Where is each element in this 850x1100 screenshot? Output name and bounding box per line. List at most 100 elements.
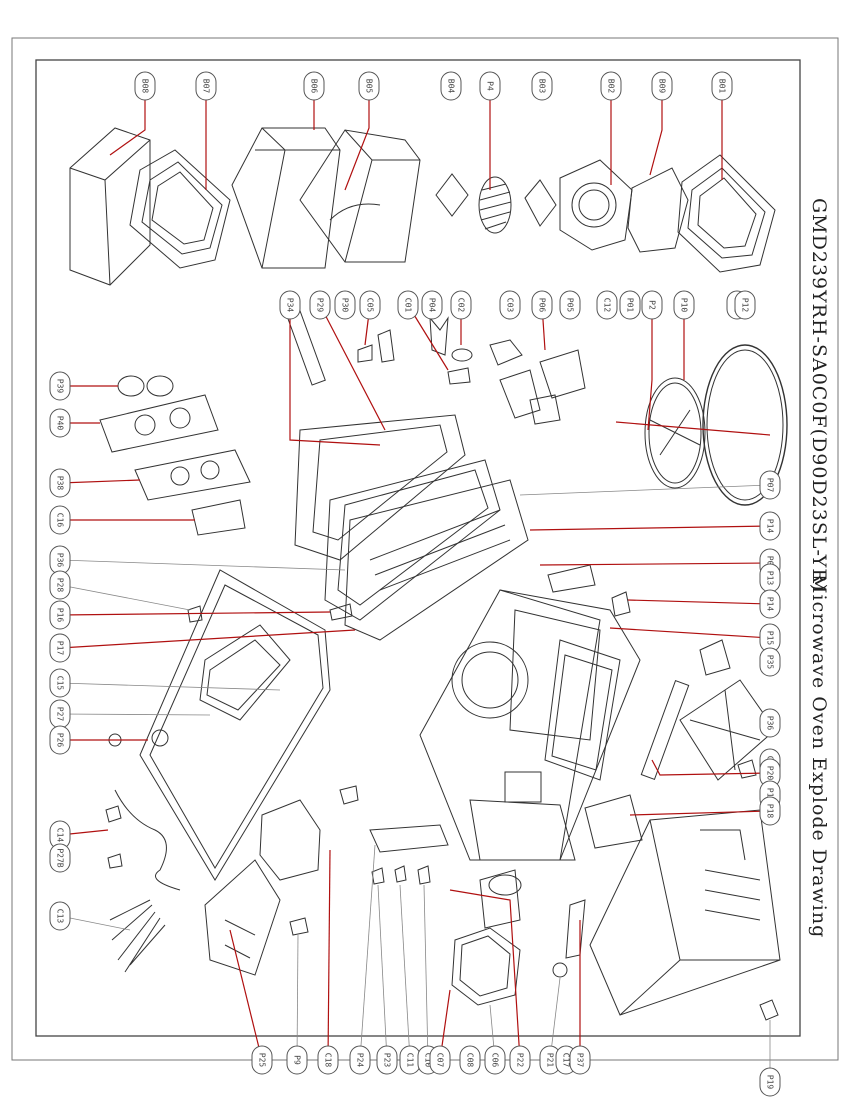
callout-c03: C03 (499, 290, 521, 320)
callout-c07: C07 (429, 1045, 451, 1075)
callout-b07: B07 (195, 71, 217, 101)
callout-p27b: P27B (49, 843, 71, 873)
callout-label: P39 (56, 379, 65, 394)
callout-label: P37 (576, 1053, 585, 1068)
callout-label: P12 (741, 298, 750, 313)
part-p25-base-plate (204, 859, 281, 976)
callout-p4: P4 (479, 71, 501, 101)
part-b04-sheet (435, 173, 469, 217)
callout-label: P29 (316, 298, 325, 313)
callout-label: P17 (766, 788, 775, 803)
part-p40-control-panel (99, 394, 219, 453)
callout-p15: P15 (759, 623, 781, 653)
callout-label: P2 (648, 300, 657, 310)
callout-p30: P30 (334, 290, 356, 320)
callout-label: P30 (341, 298, 350, 313)
callout-label: P35 (766, 655, 775, 670)
callout-label: P18 (766, 804, 775, 819)
callout-p16: P16 (49, 600, 71, 630)
callout-p25: P25 (251, 1045, 273, 1075)
part-p20-heater-tube (640, 679, 690, 781)
callout-p01: P01 (619, 290, 641, 320)
callout-label: C13 (56, 909, 65, 924)
callout-label: B02 (607, 79, 616, 94)
part-p13-plate (547, 564, 596, 593)
callout-label: P16 (56, 608, 65, 623)
callout-label: P27 (56, 707, 65, 722)
left-side-group (99, 375, 353, 973)
door-choke (344, 479, 529, 641)
callout-label: C06 (491, 1053, 500, 1068)
callout-label: B08 (141, 79, 150, 94)
part-b09-sheet (627, 167, 689, 253)
callout-label: C16 (56, 513, 65, 528)
callout-label: C08 (466, 1053, 475, 1068)
callout-p10: P10 (673, 290, 695, 320)
callout-label: P4 (486, 81, 495, 91)
callout-p34: P34 (279, 290, 301, 320)
callout-p17: P17 (49, 633, 71, 663)
callout-p04: P04 (421, 290, 443, 320)
callout-c16: C16 (49, 505, 71, 535)
callout-p29: P29 (309, 290, 331, 320)
outer-case (589, 809, 781, 1021)
callout-label: C10 (424, 1053, 433, 1068)
callout-label: P21 (546, 1053, 555, 1068)
callout-p12: P12 (734, 290, 756, 320)
packaging-group (69, 127, 776, 286)
callout-label: B07 (202, 79, 211, 94)
callout-p14: P14 (759, 511, 781, 541)
callout-p38: P38 (49, 468, 71, 498)
callout-label: C18 (324, 1053, 333, 1068)
callout-p28: P28 (49, 570, 71, 600)
door-assembly (284, 304, 529, 641)
right-small-parts (547, 564, 776, 849)
callout-p26: P26 (49, 725, 71, 755)
callout-p07: P07 (759, 470, 781, 500)
callout-label: P34 (286, 298, 295, 313)
callout-label: P14 (766, 597, 775, 612)
callout-label: P25 (258, 1053, 267, 1068)
callout-label: P28 (56, 578, 65, 593)
part-c08-magnetron (451, 927, 521, 1006)
callout-c01: C01 (397, 290, 419, 320)
callout-p22: P22 (509, 1045, 531, 1075)
callout-c11: C11 (399, 1045, 421, 1075)
callout-label: C17 (562, 1053, 571, 1068)
callout-label: P17 (56, 641, 65, 656)
part-b08-sleeve (69, 127, 151, 286)
callout-p36: P36 (49, 545, 71, 575)
callout-p2: P2 (641, 290, 663, 320)
callout-label: P19 (766, 1075, 775, 1090)
callout-label: P08 (766, 556, 775, 571)
small-parts-upper (357, 316, 586, 425)
callout-b02: B02 (600, 71, 622, 101)
part-c16-switch-assy (191, 499, 246, 536)
callout-label: P22 (516, 1053, 525, 1068)
callout-c02: C02 (450, 290, 472, 320)
part-b07-endcap (129, 149, 231, 269)
callout-label: C14 (56, 828, 65, 843)
callout-c13: C13 (49, 901, 71, 931)
part-c14-power-cord (114, 789, 181, 891)
drawing-subtitle: Microwave Oven Explode Drawing (808, 574, 830, 939)
callout-p37: P37 (569, 1045, 591, 1075)
callout-label: P06 (538, 298, 547, 313)
callout-p35: P35 (759, 647, 781, 677)
callout-label: B01 (718, 79, 727, 94)
model-title: GMD239YRH-SA0C0F(D90D23SL-YR) (808, 198, 830, 593)
leader-lines (59, 100, 771, 1061)
callout-c05: C05 (359, 290, 381, 320)
callout-p9: P9 (286, 1045, 308, 1075)
part-p4-disc (478, 176, 512, 234)
callout-p24: P24 (349, 1045, 371, 1075)
callout-b05: B05 (358, 71, 380, 101)
callout-b06: B06 (303, 71, 325, 101)
callout-p13: P13 (759, 563, 781, 593)
callout-label: C03 (506, 298, 515, 313)
callout-label: C11 (406, 1053, 415, 1068)
callout-label: P01 (626, 298, 635, 313)
part-b01-endcap (677, 154, 776, 273)
callout-label: P9 (293, 1055, 302, 1065)
callout-p05: P05 (559, 290, 581, 320)
